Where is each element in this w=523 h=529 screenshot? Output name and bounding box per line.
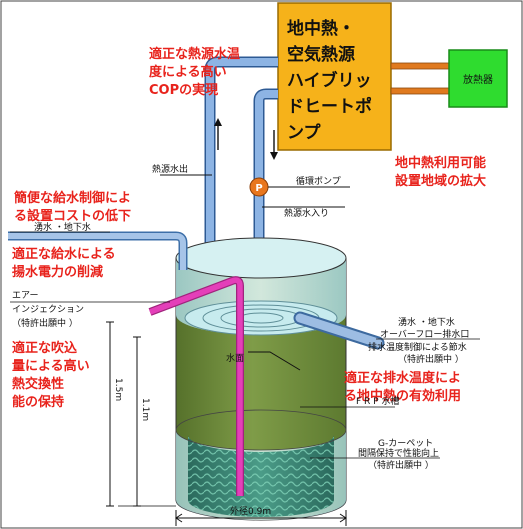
g-carpet-texture xyxy=(188,435,334,517)
heat-pump-box xyxy=(277,2,392,151)
note-high-cop: 適正な熱源水温 度による高い COPの実現 xyxy=(149,46,245,98)
flow-arrow-down-head xyxy=(270,152,278,160)
label-circulation-pump: 循環ポンプ xyxy=(296,175,341,187)
label-overflow: 湧水 ・地下水 オーバーフロー排水口 排水温度制御による節水 （特許出願中 ） xyxy=(368,316,472,365)
radiator-pipe-lower xyxy=(390,87,450,95)
radiator-box xyxy=(448,49,508,108)
label-source-out: 熱源水出 xyxy=(152,163,188,175)
label-air-injection: エアー インジェクション （特許出願中 ） xyxy=(12,291,87,329)
label-water-surface: 水面 xyxy=(226,352,244,364)
note-pump-power: 適正な給水による 揚水電力の削減 xyxy=(12,246,120,280)
radiator-pipe-upper xyxy=(390,62,450,70)
label-g-carpet: G-カーペット 間隔保持で性能向上 （特許出願中 ） xyxy=(358,438,442,471)
leader-water-surface xyxy=(248,351,301,371)
tank-top-rim xyxy=(175,237,347,279)
radiator-label: 放熱器 xyxy=(463,73,493,86)
overflow-pipe xyxy=(295,313,383,348)
pump-symbol: P xyxy=(255,183,262,194)
label-diameter: 外径0.9m xyxy=(230,505,271,517)
label-spring-water-in: 湧水 ・地下水 xyxy=(34,221,91,233)
dimension-diameter-arrows xyxy=(175,513,347,523)
note-area-expansion: 地中熱利用可能 設置地域の拡大 xyxy=(395,155,491,189)
label-height-inner: 1.1m xyxy=(140,398,150,421)
dimension-outer-height-ticks xyxy=(106,321,114,507)
label-source-in: 熱源水入り xyxy=(284,207,329,219)
heat-pump-label: 地中熱・ 空気熱源 ハイブリッ ドヒートポ ンプ xyxy=(287,18,378,143)
tank-section-line xyxy=(175,409,347,451)
flow-arrow-up-head xyxy=(214,118,222,126)
source-out-pipe xyxy=(206,58,278,258)
note-install-cost: 簡便な給水制御によ る設置コストの低下 xyxy=(13,190,136,224)
source-in-pipe xyxy=(255,90,278,300)
label-height-outer: 1.5m xyxy=(113,378,123,401)
spring-water-pipe xyxy=(8,233,186,270)
note-heat-exchange: 適正な吹込 量による高い 熱交換性 能の保持 xyxy=(12,340,94,410)
label-frp-tank: F R P 水槽 xyxy=(356,395,399,407)
air-injection-pipe xyxy=(149,277,243,496)
note-effective-use: 適正な排水温度によ る地中熱の有効利用 xyxy=(344,370,466,404)
water-surface xyxy=(184,300,338,336)
